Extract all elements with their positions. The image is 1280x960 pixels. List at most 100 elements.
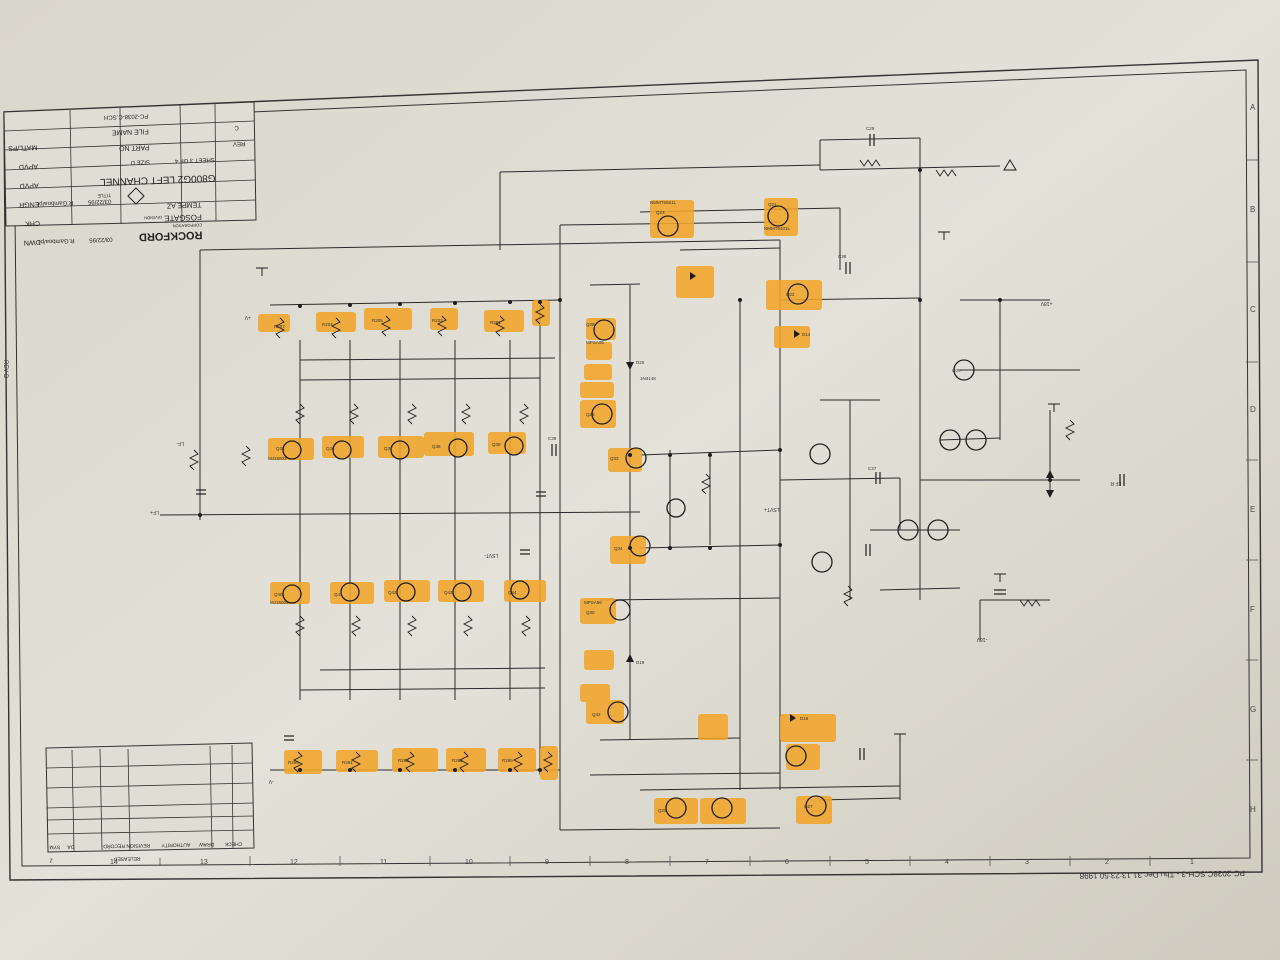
net-label-pos-v: +V [244, 314, 251, 320]
highlighter-marks [258, 198, 836, 824]
division-sub: DIVISION [144, 215, 162, 221]
tb-label: APVD [19, 181, 38, 189]
col-number: 11 [380, 859, 387, 866]
designator: R202 [432, 318, 443, 323]
designator: Q43 [444, 590, 453, 595]
tb-label: APVD [19, 162, 38, 170]
rev-col-header: AUTHORITY [161, 841, 191, 848]
designator: C37 [868, 466, 877, 471]
rev-sym: Z [49, 857, 52, 863]
row-letters: A B C D E F G H [1250, 103, 1256, 814]
net-labels: LF+ LF- +V -V LSVT+ LSVT- LF R +18V -18V [150, 300, 1121, 784]
rev-col-header: SYM [49, 844, 60, 850]
designator: C38 [838, 254, 847, 259]
net-label-neg18: -18V [976, 636, 987, 642]
drawing-title: G800G2 LEFT CHANNEL [100, 172, 216, 187]
net-label-neg-v: -V [268, 778, 274, 784]
net-label-pos18: +18V [1040, 300, 1052, 306]
designator: D20 [636, 360, 645, 365]
tb-label: MATL/FS [8, 143, 38, 151]
designator: Q42 [388, 590, 397, 595]
net-label-lsvt-plus: LSVT+ [764, 506, 780, 512]
col-number: 3 [1025, 859, 1029, 866]
rev-col-header: DRAW [199, 841, 214, 847]
sheet: SHEET 3 OF 4 [174, 156, 215, 163]
row-letter: B [1250, 205, 1255, 214]
designator: C29 [866, 126, 875, 131]
designator: R265 [502, 758, 513, 763]
rev-col-header: CHECK [224, 840, 242, 846]
designator: R205 [372, 318, 383, 323]
col-number: 2 [1105, 859, 1109, 866]
tb-date: 03/22/95 [87, 198, 111, 205]
part-value: MPSA56 [584, 600, 602, 605]
col-number: 5 [865, 859, 869, 866]
tb-value: R.Gamboa/pc [37, 237, 74, 244]
rev-col-header: DA [67, 843, 75, 849]
col-number: 6 [785, 859, 789, 866]
column-numbers: 14 13 12 11 10 9 8 7 6 5 4 3 2 1 [110, 859, 1194, 866]
designator: C39 [548, 436, 557, 441]
part-value: MJ15003 [268, 456, 287, 461]
designator: Q23 [656, 210, 665, 215]
company-logo [127, 187, 145, 205]
inner-border [13, 69, 1251, 867]
company-name: ROCKFORD [139, 229, 203, 243]
transistor-q23 [657, 215, 679, 237]
designator: Q38 [432, 444, 441, 449]
col-number: 9 [545, 859, 549, 866]
division-name: FOSGATE [164, 213, 202, 223]
component-labels: R207 R204 R205 R202 R201 Q35 Q36 Q37 Q38… [268, 126, 961, 813]
designator: D16 [800, 716, 809, 721]
designator: Q41 [334, 592, 343, 597]
designator: R263 [452, 758, 463, 763]
row-letter: G [1250, 705, 1256, 714]
side-label: REV D [2, 360, 8, 379]
diodes [626, 272, 1054, 722]
net-label-lf-minus: LF- [176, 440, 184, 446]
net-label-lfr: LF R [1110, 480, 1121, 486]
part-value: MJ15004 [270, 600, 289, 605]
designator: Q28 [586, 322, 595, 327]
row-letter: H [1250, 805, 1256, 814]
designator: D14 [802, 332, 811, 337]
junction-dots [198, 168, 1052, 772]
designator: Q37 [384, 446, 393, 451]
rev-released: RELEASED [113, 855, 140, 861]
rev-label: REV [233, 140, 246, 146]
file-name: PC-2038-C.SCH [104, 112, 149, 120]
col-number: 10 [465, 859, 473, 866]
designator: R201 [490, 320, 501, 325]
designator: Q26 [586, 412, 595, 417]
part-value: NMMT5551L [650, 200, 677, 205]
designator: Q44 [508, 590, 517, 595]
designator: Q21 [768, 202, 777, 207]
designator: Q33 [610, 456, 619, 461]
part-value: NMMT5401L [764, 226, 791, 231]
designator: Q36 [326, 446, 335, 451]
tb-label: ENGR [19, 200, 39, 208]
tb-date: 03/22/95 [88, 236, 112, 243]
title-block: DWN R.Gamboa/pc 03/22/95 CHK ENGR R.Gamb… [3, 101, 257, 246]
designator: R261 [342, 760, 353, 765]
title-label: TITLE [97, 192, 111, 198]
designator: Q39 [492, 442, 501, 447]
designator: Q25 [658, 808, 667, 813]
col-number: 4 [945, 859, 949, 866]
designator: R262 [398, 758, 409, 763]
transistor-q22 [787, 283, 809, 305]
file-stamp: PC-2038C.SCH-3 - Thu Dec 31 13:23:50 199… [1079, 869, 1245, 881]
row-letter: C [1250, 305, 1256, 314]
part-value: 1N4148 [640, 376, 656, 381]
row-letter: F [1250, 605, 1255, 614]
row-letter: D [1250, 405, 1256, 414]
designator: Q35 [276, 446, 285, 451]
rev-col-header: REVISION RECORD [103, 842, 150, 849]
tb-label: CHK [25, 219, 40, 227]
tb-label: DWN [24, 238, 41, 246]
col-number: 12 [290, 859, 298, 866]
size: SIZE D [130, 158, 150, 165]
